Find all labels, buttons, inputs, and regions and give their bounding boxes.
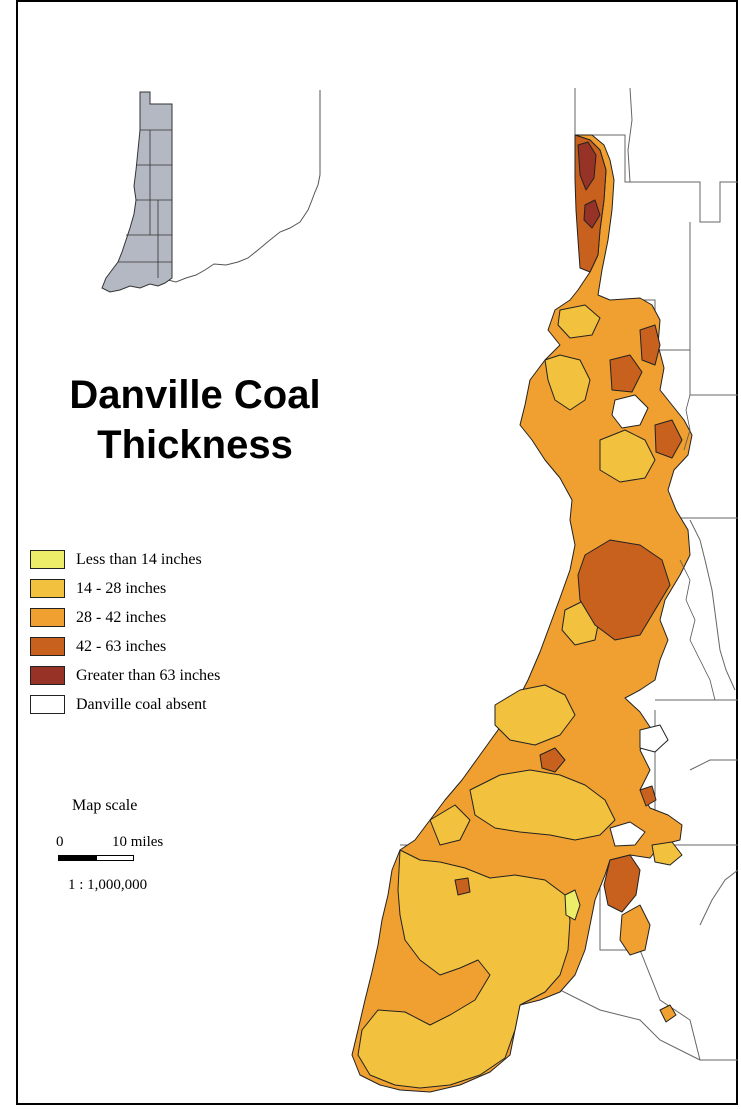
inset-highlighted-counties — [101, 91, 173, 293]
legend-label: 14 - 28 inches — [76, 580, 167, 597]
region-14-28-inches-north2 — [599, 429, 656, 483]
outlier-island-1 — [619, 904, 651, 956]
inset-county-lines — [118, 129, 172, 278]
region-14-28-inches-south — [357, 849, 571, 1089]
scale-title: Map scale — [72, 797, 138, 814]
outlier-island-4 — [639, 785, 657, 807]
legend-swatch — [30, 608, 65, 627]
inset-locator-map — [101, 90, 321, 293]
region-42-63-inches-patch1 — [539, 747, 566, 773]
legend-label: Less than 14 inches — [76, 551, 202, 568]
outlier-island-2 — [651, 841, 683, 866]
scale-zero-label: 0 — [56, 834, 64, 850]
legend-swatch — [30, 695, 65, 714]
region-less-than-14-inches — [564, 889, 581, 921]
legend-swatch — [30, 550, 65, 569]
region-42-63-inches-ne — [639, 324, 661, 366]
region-28-42-inches — [351, 134, 693, 1093]
outlier-island-3 — [659, 1004, 677, 1023]
absent-hole-2 — [609, 821, 646, 847]
absent-hole-1 — [611, 394, 649, 429]
rivers — [679, 394, 716, 701]
scale-bar-white-segment — [96, 855, 134, 861]
region-42-63-inches-south — [577, 539, 671, 641]
region-14-28-inches-west — [429, 804, 471, 846]
region-14-28-inches-central — [469, 769, 616, 841]
scale-bar — [58, 855, 134, 861]
legend-swatch — [30, 579, 65, 598]
map-title: Danville Coal Thickness — [69, 373, 321, 467]
legend-label: Danville coal absent — [76, 696, 207, 713]
region-greater-than-63-inches — [577, 141, 597, 191]
scale-ratio: 1 : 1,000,000 — [68, 877, 148, 893]
legend-label: 42 - 63 inches — [76, 638, 167, 655]
region-14-28-inches-north — [544, 354, 591, 411]
region-greater-than-63-inches-2 — [583, 199, 601, 229]
coal-thickness-map — [351, 134, 693, 1093]
legend-swatch — [30, 637, 65, 656]
legend-label: Greater than 63 inches — [76, 667, 221, 684]
legend-swatch — [30, 666, 65, 685]
legend-label: 28 - 42 inches — [76, 609, 167, 626]
region-14-28-inches-middle — [494, 684, 576, 746]
scale-distance-label: 10 miles — [112, 834, 164, 850]
region-42-63-inches-east — [654, 419, 683, 459]
region-42-63-inches-mid — [609, 354, 643, 393]
inset-state-outline — [167, 90, 321, 283]
absent-hole-3 — [639, 724, 669, 753]
region-42-63-inches-southeast — [603, 854, 641, 913]
region-14-28-inches-north3 — [557, 304, 601, 339]
region-42-63-inches-patch2 — [454, 877, 471, 896]
scale-bar-black-segment — [58, 855, 96, 861]
